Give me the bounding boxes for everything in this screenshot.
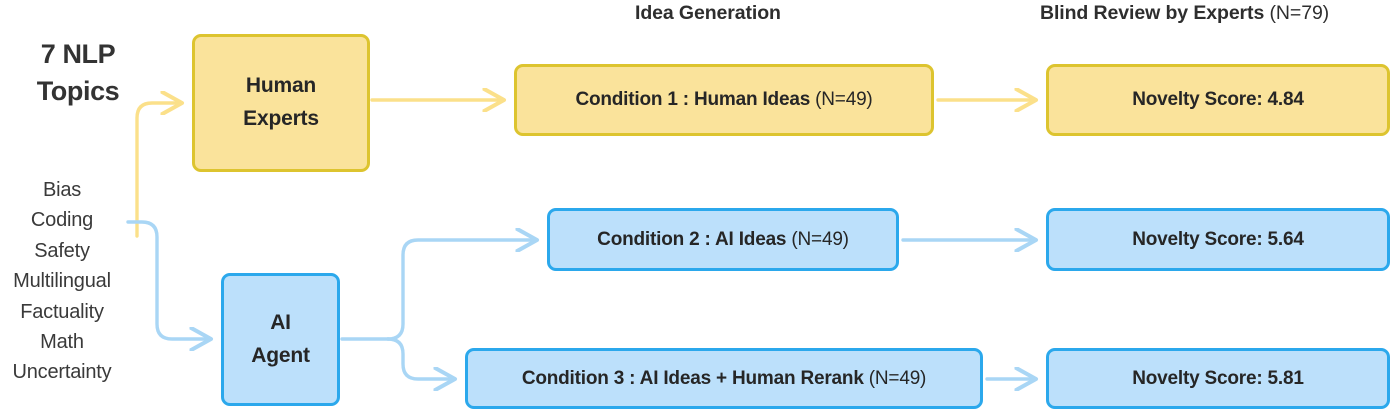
column-header-idea-generation: Idea Generation	[635, 2, 781, 25]
column-header-blind-review-count: (N=79)	[1269, 2, 1330, 24]
list-item: Coding	[30, 209, 94, 232]
node-condition-3-count: (N=49)	[868, 367, 927, 389]
wire-topics-to-human	[135, 103, 182, 238]
node-condition-2-count: (N=49)	[791, 228, 849, 250]
node-novelty-score-1[interactable]: Novelty Score: 4.84	[1046, 64, 1390, 136]
list-item: Math	[40, 330, 84, 353]
node-ai-agent[interactable]: AI Agent	[221, 273, 340, 406]
page-title: 7 NLP Topics	[12, 36, 144, 111]
list-item: Multilingual	[13, 270, 111, 293]
node-novelty-score-2-label: Novelty Score: 5.64	[1132, 228, 1304, 250]
node-novelty-score-2[interactable]: Novelty Score: 5.64	[1046, 208, 1390, 271]
node-condition-2[interactable]: Condition 2 : AI Ideas (N=49)	[547, 208, 899, 271]
node-condition-1-count: (N=49)	[815, 89, 873, 110]
node-human-experts-line-1: Human	[245, 74, 317, 98]
node-novelty-score-3[interactable]: Novelty Score: 5.81	[1046, 348, 1390, 409]
node-human-experts[interactable]: Human Experts	[192, 34, 370, 172]
node-condition-3-label: Condition 3 : AI Ideas + Human Rerank	[521, 367, 864, 389]
node-novelty-score-1-label: Novelty Score: 4.84	[1132, 89, 1304, 110]
page-title-line-2: Topics	[36, 76, 120, 107]
topics-list: Bias Coding Safety Multilingual Factuali…	[0, 175, 124, 388]
column-header-idea-generation-text: Idea Generation	[635, 2, 781, 24]
column-header-blind-review: Blind Review by Experts (N=79)	[1040, 2, 1329, 25]
node-condition-3[interactable]: Condition 3 : AI Ideas + Human Rerank (N…	[465, 348, 983, 409]
wire-agent-to-cond3	[386, 337, 455, 379]
list-item: Factuality	[20, 300, 104, 323]
page-title-line-1: 7 NLP	[40, 39, 116, 69]
list-item: Uncertainty	[12, 361, 112, 384]
list-item: Bias	[42, 179, 82, 201]
node-condition-1[interactable]: Condition 1 : Human Ideas (N=49)	[514, 64, 934, 136]
node-ai-agent-line-2: Agent	[251, 343, 310, 367]
node-novelty-score-3-label: Novelty Score: 5.81	[1132, 367, 1304, 389]
column-header-blind-review-text: Blind Review by Experts	[1040, 2, 1265, 24]
node-ai-agent-line-1: AI	[270, 310, 291, 334]
node-human-experts-line-2: Experts	[243, 107, 319, 130]
node-condition-2-label: Condition 2 : AI Ideas	[597, 228, 787, 250]
node-condition-1-label: Condition 1 : Human Ideas	[575, 89, 811, 110]
wire-agent-to-cond2	[386, 240, 537, 341]
list-item: Safety	[34, 239, 90, 262]
wire-topics-to-agent	[126, 220, 211, 339]
